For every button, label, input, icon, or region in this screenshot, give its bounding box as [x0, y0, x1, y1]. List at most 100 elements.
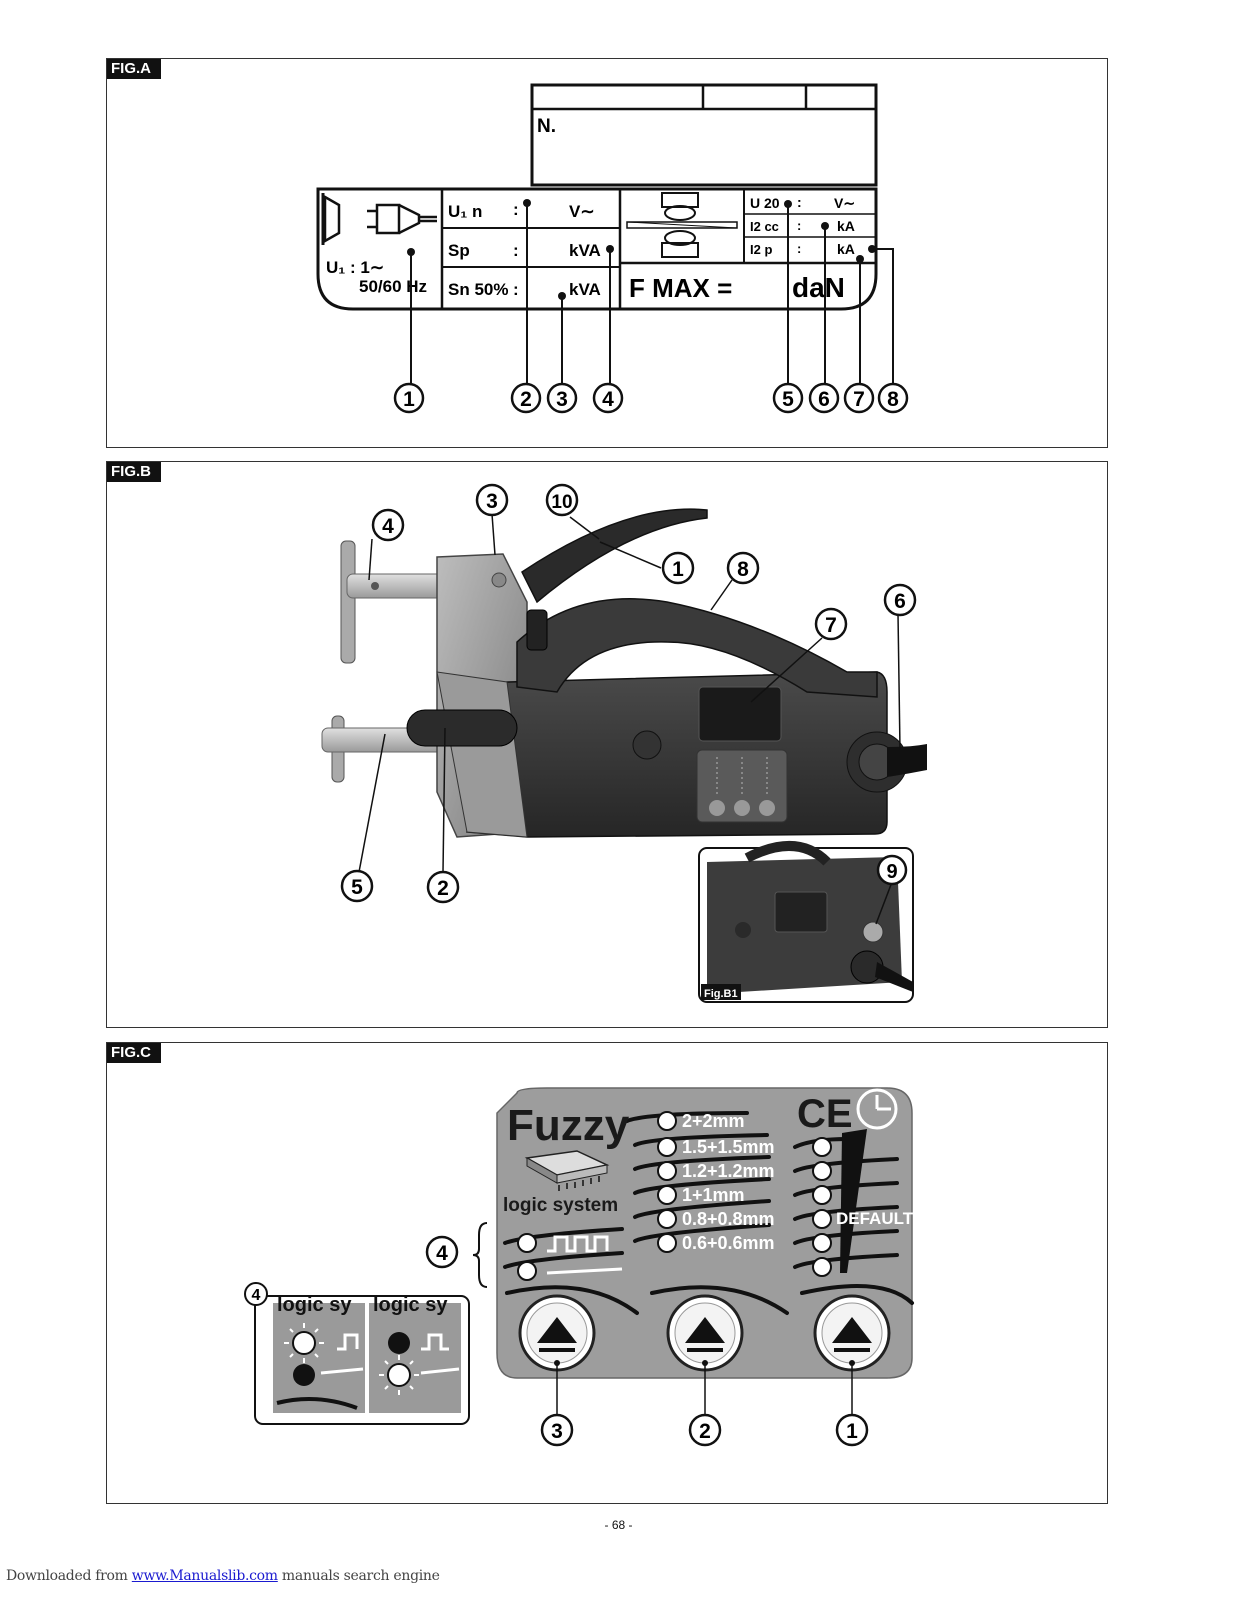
- thickness-led-list: 2+2mm 1.5+1.5mm 1.2+1.2mm 1+1mm 0.8+0.8m…: [657, 1111, 775, 1253]
- logic-system-label: logic system: [503, 1195, 618, 1216]
- led-blink-inset: logic sy logic sy: [244, 1282, 470, 1425]
- footer-suffix: manuals search engine: [277, 1568, 440, 1584]
- plate-freq: 50/60 Hz: [359, 277, 427, 296]
- callout-7: 7: [843, 382, 875, 414]
- ce-mark: CE: [797, 1092, 853, 1136]
- svg-text:6: 6: [894, 590, 906, 613]
- plate-row-label: U₁ n: [448, 202, 482, 221]
- callout-4: 4: [371, 508, 405, 542]
- time-led-list: [812, 1137, 832, 1277]
- fig-c-panel: FIG.C Fuzzy logic system: [106, 1042, 1108, 1504]
- inset-logic-text: logic sy: [373, 1294, 448, 1316]
- spot-weld-symbol-icon: [626, 192, 738, 258]
- time-wedge: [840, 1129, 867, 1273]
- thickness-label: 0.6+0.6mm: [682, 1233, 775, 1253]
- svg-text:7: 7: [853, 388, 865, 411]
- svg-text:2: 2: [437, 877, 449, 900]
- fig-b-panel: FIG.B: [106, 461, 1108, 1028]
- svg-text:5: 5: [782, 388, 794, 411]
- callout-10: 10: [545, 483, 579, 517]
- svg-text:4: 4: [436, 1242, 448, 1265]
- page-number: - 68 -: [604, 1518, 633, 1532]
- svg-text:1: 1: [672, 558, 684, 581]
- plate-row-label: Sn 50%: [448, 280, 508, 299]
- svg-text::: :: [797, 194, 802, 210]
- thickness-label: 1+1mm: [682, 1185, 745, 1205]
- continuous-mode-led: [517, 1261, 537, 1281]
- svg-text:10: 10: [551, 492, 572, 513]
- svg-text::: :: [513, 280, 519, 299]
- plate-dan: daN: [792, 272, 845, 303]
- inset-callout-4: 4: [252, 1287, 261, 1304]
- svg-text:3: 3: [556, 388, 568, 411]
- fig-b-tag: FIG.B: [107, 462, 161, 482]
- svg-text:3: 3: [551, 1420, 563, 1443]
- fig-b1-inset: 9 Fig.B1: [698, 841, 914, 1003]
- plate-u1: U₁ : 1∼: [326, 258, 384, 277]
- svg-text:3: 3: [486, 490, 498, 513]
- callout-2: 2: [426, 870, 460, 904]
- svg-text::: :: [513, 200, 519, 219]
- plate-right-unit: kA: [837, 218, 855, 234]
- thickness-select-button[interactable]: [666, 1294, 744, 1372]
- callout-1: 1: [393, 382, 425, 414]
- callout-8: 8: [877, 382, 909, 414]
- fig-a-tag: FIG.A: [107, 59, 161, 79]
- plate-n-label: N.: [537, 116, 556, 137]
- brand-fuzzy: Fuzzy: [507, 1101, 630, 1150]
- plate-right-label: I2 p: [750, 242, 772, 257]
- callout-2: 2: [510, 382, 542, 414]
- callout-5: 5: [340, 869, 374, 903]
- callout-3: 3: [475, 483, 509, 517]
- clock-icon: [856, 1088, 898, 1130]
- svg-text::: :: [513, 241, 519, 260]
- thickness-label: 1.5+1.5mm: [682, 1137, 775, 1157]
- callout-5: 5: [772, 382, 804, 414]
- callout-6: 6: [883, 583, 917, 617]
- blinking-led: [387, 1363, 411, 1387]
- svg-text:2: 2: [520, 388, 532, 411]
- plate-row-label: Sp: [448, 241, 470, 260]
- control-panel-diagram: Fuzzy logic system 4 2+2mm 1.5+1.5mm: [244, 1087, 914, 1447]
- svg-text:5: 5: [351, 876, 363, 899]
- pulse-wave-icon: [547, 1235, 609, 1253]
- svg-text:2: 2: [699, 1420, 711, 1443]
- pulse-mode-led: [517, 1233, 537, 1253]
- blinking-led: [292, 1331, 316, 1355]
- svg-text:1: 1: [846, 1420, 858, 1443]
- inset-logic-text: logic sy: [277, 1294, 352, 1316]
- callout-1: 1: [835, 1413, 869, 1447]
- svg-text:4: 4: [382, 515, 394, 538]
- callout-3: 3: [540, 1413, 574, 1447]
- chip-icon: [524, 1150, 610, 1191]
- plate-right-unit: kA: [837, 241, 855, 257]
- plate-row-unit: kVA: [569, 280, 601, 299]
- callout-3: 3: [546, 382, 578, 414]
- manualslib-link[interactable]: www.Manualslib.com: [131, 1568, 278, 1584]
- svg-text::: :: [797, 241, 801, 256]
- mode-select-button[interactable]: [518, 1294, 596, 1372]
- footer-prefix: Downloaded from: [6, 1568, 132, 1584]
- svg-text:1: 1: [403, 388, 415, 411]
- rating-plate-diagram: N. U₁ : 1∼ 50/60 Hz U₁ n : V∼ Sp : kVA: [316, 83, 909, 414]
- fig-b1-tag: Fig.B1: [704, 988, 738, 1000]
- svg-text::: :: [797, 218, 801, 233]
- continuous-line-icon: [546, 1267, 623, 1275]
- callout-4: 4: [592, 382, 624, 414]
- callout-7: 7: [814, 607, 848, 641]
- plate-row-unit: kVA: [569, 241, 601, 260]
- plate-row-unit: V∼: [569, 202, 595, 221]
- fig-c-tag: FIG.C: [107, 1043, 161, 1063]
- plate-right-unit: V∼: [834, 195, 855, 211]
- svg-text:6: 6: [818, 388, 830, 411]
- thickness-label: 2+2mm: [682, 1111, 745, 1131]
- time-select-button[interactable]: [813, 1294, 891, 1372]
- default-label: DEFAULT: [836, 1209, 914, 1228]
- svg-text:8: 8: [887, 388, 899, 411]
- fig-a-panel: FIG.A N. U₁ : 1∼ 50/60 Hz U: [106, 58, 1108, 448]
- callout-1: 1: [661, 551, 695, 585]
- plate-right-label: U 20: [750, 195, 780, 211]
- callout-4: 4: [425, 1235, 459, 1269]
- svg-text:4: 4: [602, 388, 614, 411]
- upper-electrode-arm: [340, 540, 448, 664]
